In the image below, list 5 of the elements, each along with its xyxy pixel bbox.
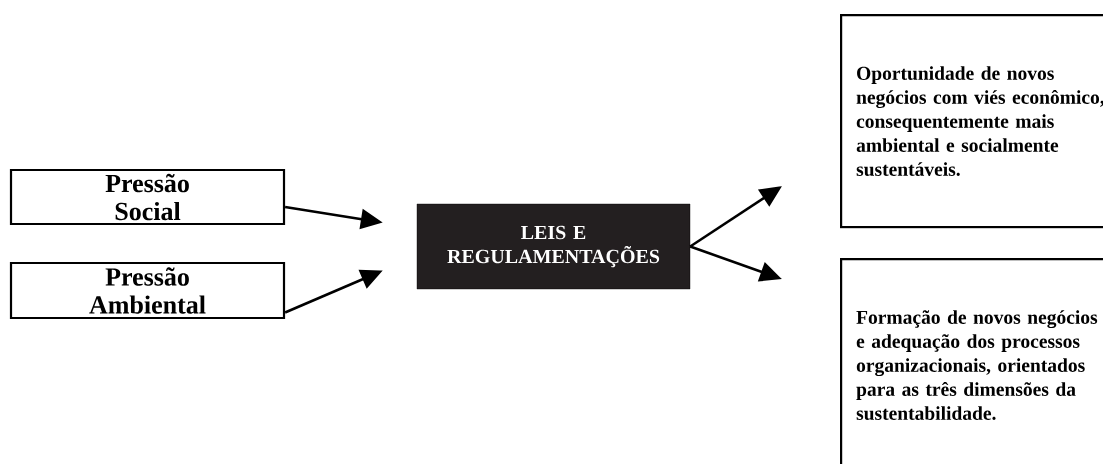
text-box: Pressão Ambiental	[9, 261, 286, 320]
text-box: Formação de novos negócios e adequação dos processos organizacionais, orientados para as três dimensões da sustentabilidade.	[840, 258, 1103, 464]
text-box: Pressão Social	[9, 168, 286, 226]
process-box: LEIS E REGULAMENTAÇÕES	[416, 203, 691, 290]
text-box: Oportunidade de novos negócios com viés econômico, consequentemente mais ambiental e socialmente sustentáveis.	[840, 14, 1103, 229]
